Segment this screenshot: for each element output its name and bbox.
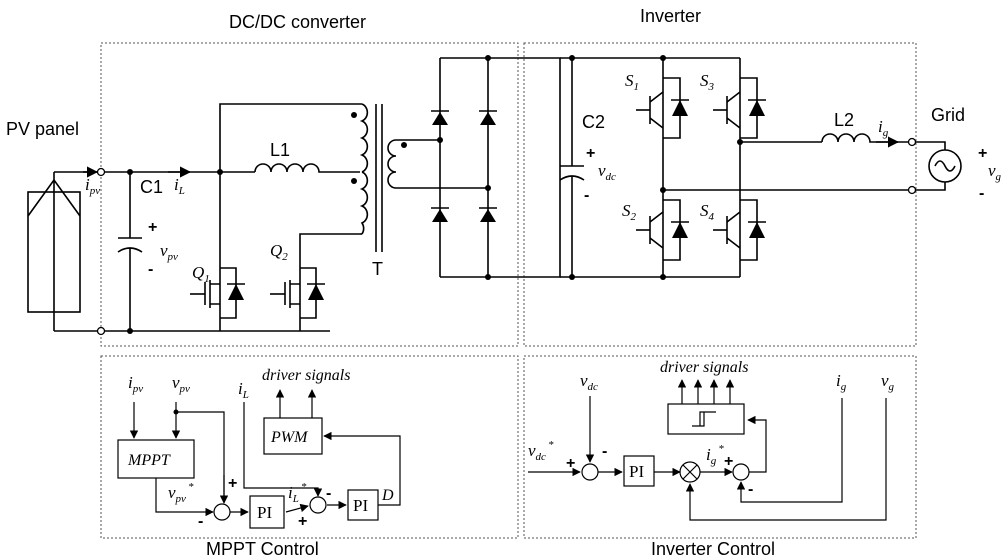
q1-top-wire xyxy=(219,103,360,331)
inverter-control-title: Inverter Control xyxy=(651,539,775,557)
inv-ig-in: ig xyxy=(836,371,847,393)
inv-vdc-ref: vdc* xyxy=(528,439,554,463)
mppt-control-title: MPPT Control xyxy=(206,539,319,557)
pwm-block-label: PWM xyxy=(270,429,309,446)
junction xyxy=(127,328,133,334)
dcdc-section-border xyxy=(100,42,519,347)
mppt-control-border xyxy=(100,355,519,539)
c2-label: C2 xyxy=(582,112,605,132)
c2-plus: + xyxy=(586,145,595,162)
junction xyxy=(217,169,223,175)
hysteresis-block xyxy=(667,403,745,435)
inv-ig-ref: ig* xyxy=(706,443,724,467)
inv-sum2-plus: + xyxy=(724,453,733,470)
mppt-block-label: MPPT xyxy=(127,452,171,469)
mppt-sum1-minus: - xyxy=(198,513,203,530)
mppt-sum1-plus: + xyxy=(228,475,237,492)
s2-switch xyxy=(636,199,689,261)
vg-label: vg xyxy=(988,161,1002,183)
s1-switch xyxy=(636,77,689,139)
mppt-pi2-label: PI xyxy=(353,496,368,515)
s1-label: S1 xyxy=(625,71,639,93)
il-label: iL xyxy=(174,175,185,197)
inv-driver-signals: driver signals xyxy=(660,359,748,376)
q1-mosfet xyxy=(190,267,245,319)
c1-label: C1 xyxy=(140,177,163,197)
s4-switch xyxy=(713,199,766,261)
inverter-title: Inverter xyxy=(640,6,701,26)
mppt-d-label: D xyxy=(381,487,394,504)
ig-label: ig xyxy=(878,117,889,139)
pv-terminal-top xyxy=(96,167,106,177)
dcdc-title: DC/DC converter xyxy=(229,12,366,32)
q1-label: Q1 xyxy=(192,263,210,285)
c1-capacitor xyxy=(117,172,143,331)
inverter-section-border xyxy=(523,42,917,347)
c2-capacitor xyxy=(559,55,585,280)
pv-terminal-bottom xyxy=(96,326,106,336)
inv-vg-in: vg xyxy=(881,371,895,393)
hysteresis-symbol xyxy=(692,411,716,427)
inv-sum1-minus: - xyxy=(602,443,607,460)
mppt-pi1-block xyxy=(249,495,285,529)
l2-label: L2 xyxy=(834,110,854,130)
mppt-driver-signals: driver signals xyxy=(262,367,350,384)
mppt-signal-wires xyxy=(129,389,401,521)
mppt-il-ref: iL* xyxy=(288,481,307,505)
transformer-secondary xyxy=(387,139,488,189)
transformer-primary xyxy=(351,103,369,235)
q2-label: Q2 xyxy=(270,241,288,263)
mppt-in-il: iL xyxy=(238,379,249,401)
c1-plus: + xyxy=(148,219,157,236)
grid-terminal-bottom xyxy=(907,185,917,195)
l2-inductor xyxy=(821,133,912,143)
inverter-bridge xyxy=(660,55,743,280)
grid-source-symbol xyxy=(915,141,962,191)
s3-label: S3 xyxy=(700,71,715,93)
diode-bridge xyxy=(431,55,561,280)
inv-pi-label: PI xyxy=(629,462,644,481)
transformer-core xyxy=(375,104,383,252)
grid-plus: + xyxy=(978,145,987,162)
inv-driver-arrows xyxy=(677,379,735,404)
s2-label: S2 xyxy=(622,201,637,223)
grid-title: Grid xyxy=(931,105,965,125)
s4-label: S4 xyxy=(700,201,715,223)
mppt-sum2-minus: - xyxy=(326,485,331,502)
pv-panel-symbol xyxy=(27,172,81,331)
inv-sum1-plus: + xyxy=(566,455,575,472)
vpv-label: vpv xyxy=(160,241,178,263)
l1-label: L1 xyxy=(270,140,290,160)
inv-pi-block xyxy=(623,455,655,487)
mppt-pi1-label: PI xyxy=(257,503,272,522)
s3-switch xyxy=(713,77,766,139)
inv-vdc-in: vdc xyxy=(580,371,598,393)
mppt-vpv-ref: vpv* xyxy=(168,481,194,505)
ipv-label: ipv xyxy=(85,175,100,197)
pv-panel-title: PV panel xyxy=(6,119,79,139)
dc-link-bus xyxy=(560,57,740,278)
q2-mosfet xyxy=(270,267,325,319)
inv-signal-wires xyxy=(528,396,887,521)
vdc-label: vdc xyxy=(598,161,616,183)
grid-terminal-top xyxy=(907,137,917,147)
q2-top-wire xyxy=(299,233,360,331)
mppt-in-ipv: ipv xyxy=(128,373,143,395)
grid-minus: - xyxy=(979,185,984,202)
c1-minus: - xyxy=(148,261,153,278)
junction xyxy=(127,169,133,175)
mppt-sum2-plus: + xyxy=(298,513,307,530)
t-label: T xyxy=(372,259,383,279)
l1-inductor xyxy=(254,163,360,173)
pwm-block xyxy=(263,417,323,455)
inverter-control-border xyxy=(523,355,917,539)
c2-minus: - xyxy=(584,187,589,204)
mppt-pi2-block xyxy=(347,489,379,521)
inv-sum2-minus: - xyxy=(748,481,753,498)
mppt-in-vpv: vpv xyxy=(172,373,190,395)
